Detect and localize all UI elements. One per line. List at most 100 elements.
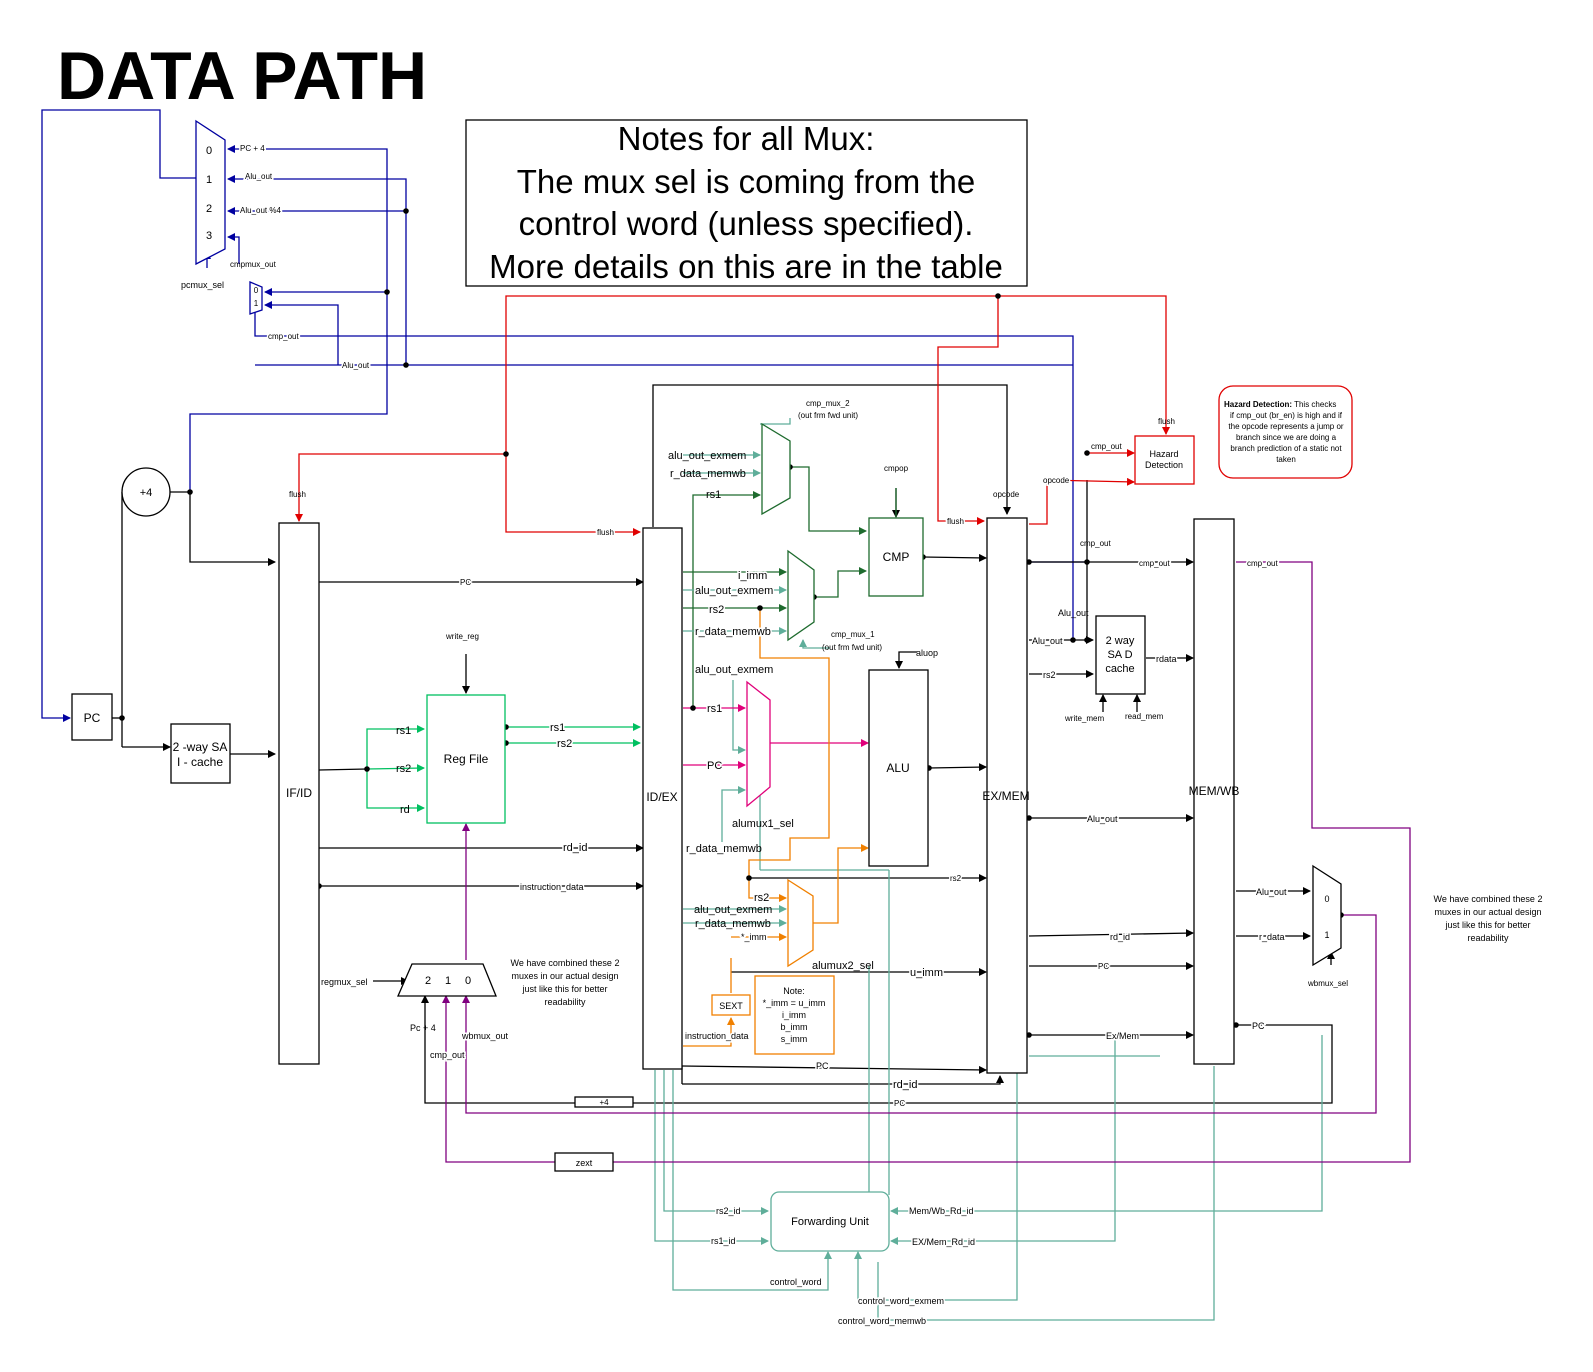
flush-label-exmem: flush (947, 517, 964, 526)
read-mem-label: read_mem (1125, 712, 1164, 721)
pc-label-bottom-2: PC (894, 1099, 905, 1108)
plus4-small-label: +4 (599, 1098, 609, 1107)
sext-note: Note: *_imm = u_imm i_imm b_imm s_imm (763, 986, 826, 1044)
wbmux-out-label: wbmux_out (461, 1031, 509, 1041)
instruction-data-label-2: instruction_data (685, 1031, 749, 1041)
plus4-small-block (574, 1096, 634, 1108)
zext-label: zext (576, 1158, 593, 1168)
cmpop-label: cmpop (884, 464, 909, 473)
alu-out-label-memwb: Alu_out (1087, 814, 1118, 824)
combined-note-right: We have combined these 2 muxes in our ac… (1434, 894, 1543, 943)
control-word-memwb-label: control_word_memwb (838, 1316, 926, 1326)
rs2-label-exmem-in: rs2 (950, 874, 962, 883)
hazard-note-line-0: This checks (1292, 400, 1336, 409)
if-id-label: IF/ID (286, 786, 312, 800)
rs2-label-exmem: rs2 (1043, 670, 1056, 680)
alu-out-label-dcache: Alu_out (1058, 608, 1089, 618)
hazard-detection-block (1134, 435, 1195, 485)
sext-note-box (754, 975, 835, 1055)
rs2-label-out: rs2 (557, 738, 572, 750)
id-ex-register (642, 527, 683, 1070)
pc-label-alu: PC (707, 760, 722, 772)
opcode-label-top: opcode (993, 490, 1020, 499)
write-reg-label: write_reg (445, 632, 479, 641)
sext-note-line: i_imm (782, 1010, 806, 1020)
hazard-note-line-4: branch prediction of a static not (1230, 444, 1342, 453)
regmux-input-0: 0 (465, 975, 471, 987)
alu-out-exmem-label-4: alu_out_exmem (694, 904, 772, 916)
rdata-label: rdata (1156, 654, 1177, 664)
icache-label-1: 2 -way SA (173, 740, 228, 754)
write-mem-label: write_mem (1064, 714, 1104, 723)
pc-label-bottom: PC (816, 1061, 829, 1071)
combined-note-right-line: muxes in our actual design (1434, 907, 1541, 917)
red-wires (295, 295, 1170, 536)
dcache-label-3: cache (1105, 663, 1134, 675)
cmp-out-label-mux: cmp_out (430, 1050, 465, 1060)
pcmux-sel-label: pcmux_sel (181, 280, 224, 290)
alu-out-exmem-label-3: alu_out_exmem (695, 664, 773, 676)
pcmux-in-label-3: cmpmux_out (230, 260, 277, 269)
wb-mux (1312, 864, 1342, 967)
pc-label-ifid: PC (460, 578, 471, 587)
r-data-memwb-label-3: r_data_memwb (686, 843, 762, 855)
combined-note-left-line: just like this for better (521, 984, 607, 994)
svg-text:Hazard Detection: This checks: Hazard Detection: This checks (1224, 400, 1336, 409)
ex-mem-rd-id-label: EX/Mem_Rd_id (912, 1237, 975, 1247)
rs2-label-alu: rs2 (754, 892, 769, 904)
pcmux-in-label-1: Alu_out (245, 172, 273, 181)
rd-id-label-memwb: rd_id (1110, 932, 1130, 942)
sext-note-line: s_imm (781, 1034, 808, 1044)
icache-block (170, 723, 231, 784)
r-data-memwb-label-2: r_data_memwb (695, 626, 771, 638)
hazard-note: Hazard Detection: This checks if cmp_out… (1218, 385, 1353, 479)
alu-out-label-wb: Alu_out (1256, 887, 1287, 897)
mem-wb-label: MEM/WB (1189, 784, 1240, 798)
if-id-register (278, 522, 320, 1065)
notes-line-1: Notes for all Mux: (618, 120, 875, 157)
i-imm-label: i_imm (738, 570, 767, 582)
cmp-mux-1 (787, 549, 815, 642)
dcache-label-1: 2 way (1106, 635, 1135, 647)
wbmux-sel-label: wbmux_sel (1307, 979, 1348, 988)
purple-wires (442, 561, 1411, 1163)
ex-mem-label-memwb: Ex/Mem (1106, 1031, 1139, 1041)
alumux1-sel-label: alumux1_sel (732, 818, 794, 830)
cmp-label: CMP (883, 550, 910, 564)
alu-out-label-exmem: Alu_out (1032, 636, 1063, 646)
hazard-note-line-5: taken (1276, 455, 1296, 464)
mem-wb-rd-id-label: Mem/Wb_Rd_id (909, 1206, 974, 1216)
plus4-adder (121, 467, 171, 517)
u-imm-label: u_imm (910, 967, 943, 979)
rd-label-rf: rd (400, 804, 410, 816)
regfile-block (426, 694, 506, 824)
combined-note-left-line: We have combined these 2 (511, 958, 620, 968)
hazard-note-line-3: branch since we are doing a (1236, 433, 1337, 442)
hazard-note-bold: Hazard Detection: (1224, 400, 1292, 409)
alu-mux-2 (787, 878, 814, 968)
cmp-out-label-exmem-out: cmp_out (1139, 559, 1170, 568)
combined-note-right-line: readability (1467, 933, 1509, 943)
cmpmux-input-1: 1 (254, 299, 259, 308)
hazard-note-line-2: the opcode represents a jump or (1228, 422, 1344, 431)
cmp-out-label-top: cmp_out (268, 332, 299, 341)
regfile-mux (397, 963, 497, 997)
regmux-input-1: 1 (445, 975, 451, 987)
cmp-out-label-memwb: cmp_out (1247, 559, 1278, 568)
wbmux-input-0: 0 (1324, 894, 1329, 904)
combined-note-right-line: just like this for better (1444, 920, 1530, 930)
mux-notes-box: Notes for all Mux: The mux sel is coming… (465, 119, 1028, 287)
pc-plus4-label: Pc + 4 (410, 1023, 436, 1033)
alu-out-label-top: Alu_out (342, 361, 370, 370)
flush-label-idex: flush (597, 528, 614, 537)
hazard-note-line-1: if cmp_out (br_en) is high and if (1230, 411, 1343, 420)
pcmux-in-label-0: PC + 4 (240, 144, 265, 153)
light-green-wires (366, 723, 641, 812)
sext-note-line: b_imm (780, 1022, 807, 1032)
pc-register (71, 693, 113, 741)
rs2-label-cmp: rs2 (709, 604, 724, 616)
dcache-label-2: SA D (1107, 649, 1132, 661)
id-ex-label: ID/EX (646, 790, 677, 804)
pc-label-memwb: PC (1098, 962, 1109, 971)
